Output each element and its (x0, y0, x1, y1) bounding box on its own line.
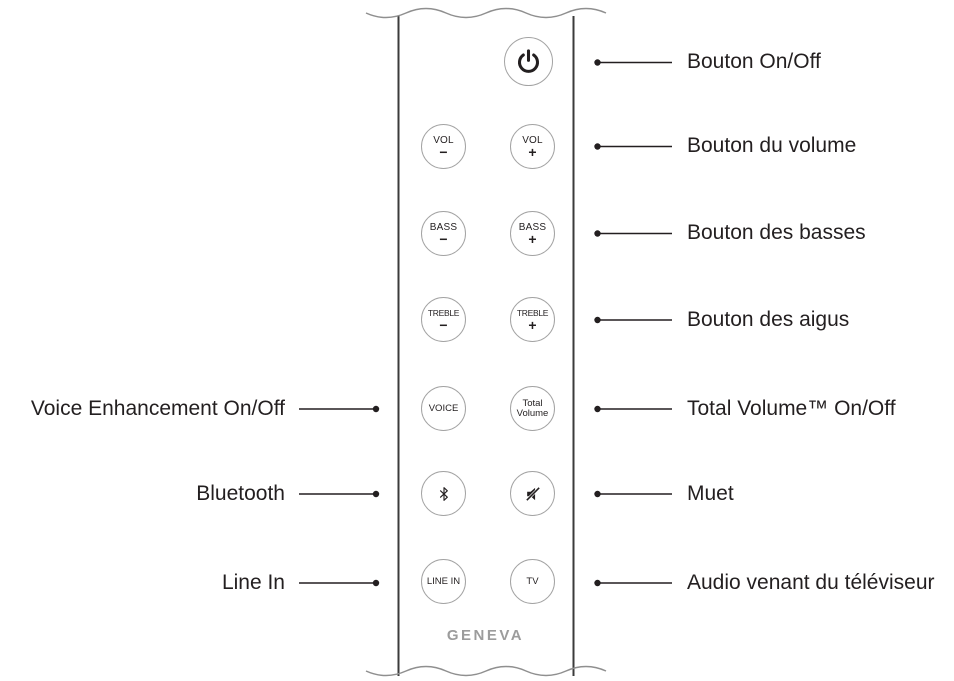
button-label: TREBLE (516, 308, 549, 318)
bass-up-button[interactable]: BASS + (510, 211, 555, 256)
callout-label-volume: Bouton du volume (687, 134, 857, 157)
minus-sign: − (439, 231, 448, 247)
button-label-line1: Total (522, 397, 543, 409)
callout-dot (594, 405, 601, 413)
callout-dot (372, 579, 380, 587)
total-volume-button[interactable]: Total Volume (510, 386, 555, 431)
callout-dot (594, 490, 601, 498)
volume-up-button[interactable]: VOL + (510, 124, 555, 169)
callout-label-line-in: Line In (221, 571, 285, 594)
plus-sign: + (528, 144, 537, 160)
power-button[interactable] (504, 37, 553, 86)
callout-dot (372, 405, 380, 413)
bluetooth-button[interactable] (421, 471, 466, 516)
callout-label-tv-audio: Audio venant du téléviseur (687, 571, 935, 594)
button-label: VOL (522, 135, 543, 146)
button-label-line2: Volume (516, 407, 549, 419)
brand-wordmark: GENEVA (446, 627, 525, 644)
button-label: TREBLE (427, 308, 460, 318)
mute-icon (524, 485, 541, 502)
callout-dot (594, 143, 601, 150)
callout-dot (594, 230, 601, 237)
mute-button[interactable] (510, 471, 555, 516)
callout-label-bass: Bouton des basses (687, 221, 866, 244)
plus-sign: + (528, 317, 537, 333)
callout-label-total-volume: Total Volume™ On/Off (687, 397, 896, 420)
torn-edge-top-wave (365, 7, 607, 19)
minus-sign: − (439, 144, 448, 160)
callout-label-mute: Muet (687, 482, 734, 505)
callout-label-voice-enhancement: Voice Enhancement On/Off (30, 397, 285, 420)
button-label: BASS (518, 222, 547, 233)
callout-dot (594, 579, 601, 587)
callout-dot (594, 316, 601, 324)
line-in-button[interactable]: LINE IN (421, 559, 466, 604)
power-icon (518, 49, 539, 73)
callout-label-bluetooth: Bluetooth (196, 482, 285, 505)
button-label: TV (526, 576, 539, 587)
button-label: BASS (429, 222, 458, 233)
button-label: VOL (433, 135, 454, 146)
plus-sign: + (528, 231, 537, 247)
callout-dot (372, 490, 380, 498)
treble-down-button[interactable]: TREBLE − (421, 297, 466, 342)
minus-sign: − (439, 317, 448, 333)
volume-down-button[interactable]: VOL − (421, 124, 466, 169)
callout-dot (594, 59, 601, 66)
bluetooth-icon (439, 486, 448, 501)
torn-edge-bottom-wave (365, 665, 607, 677)
bass-down-button[interactable]: BASS − (421, 211, 466, 256)
tv-button[interactable]: TV (510, 559, 555, 604)
button-label: LINE IN (426, 576, 461, 587)
button-label: VOICE (428, 403, 459, 414)
treble-up-button[interactable]: TREBLE + (510, 297, 555, 342)
callout-label-on-off: Bouton On/Off (687, 50, 821, 73)
callout-label-treble: Bouton des aigus (687, 308, 850, 331)
voice-button[interactable]: VOICE (421, 386, 466, 431)
